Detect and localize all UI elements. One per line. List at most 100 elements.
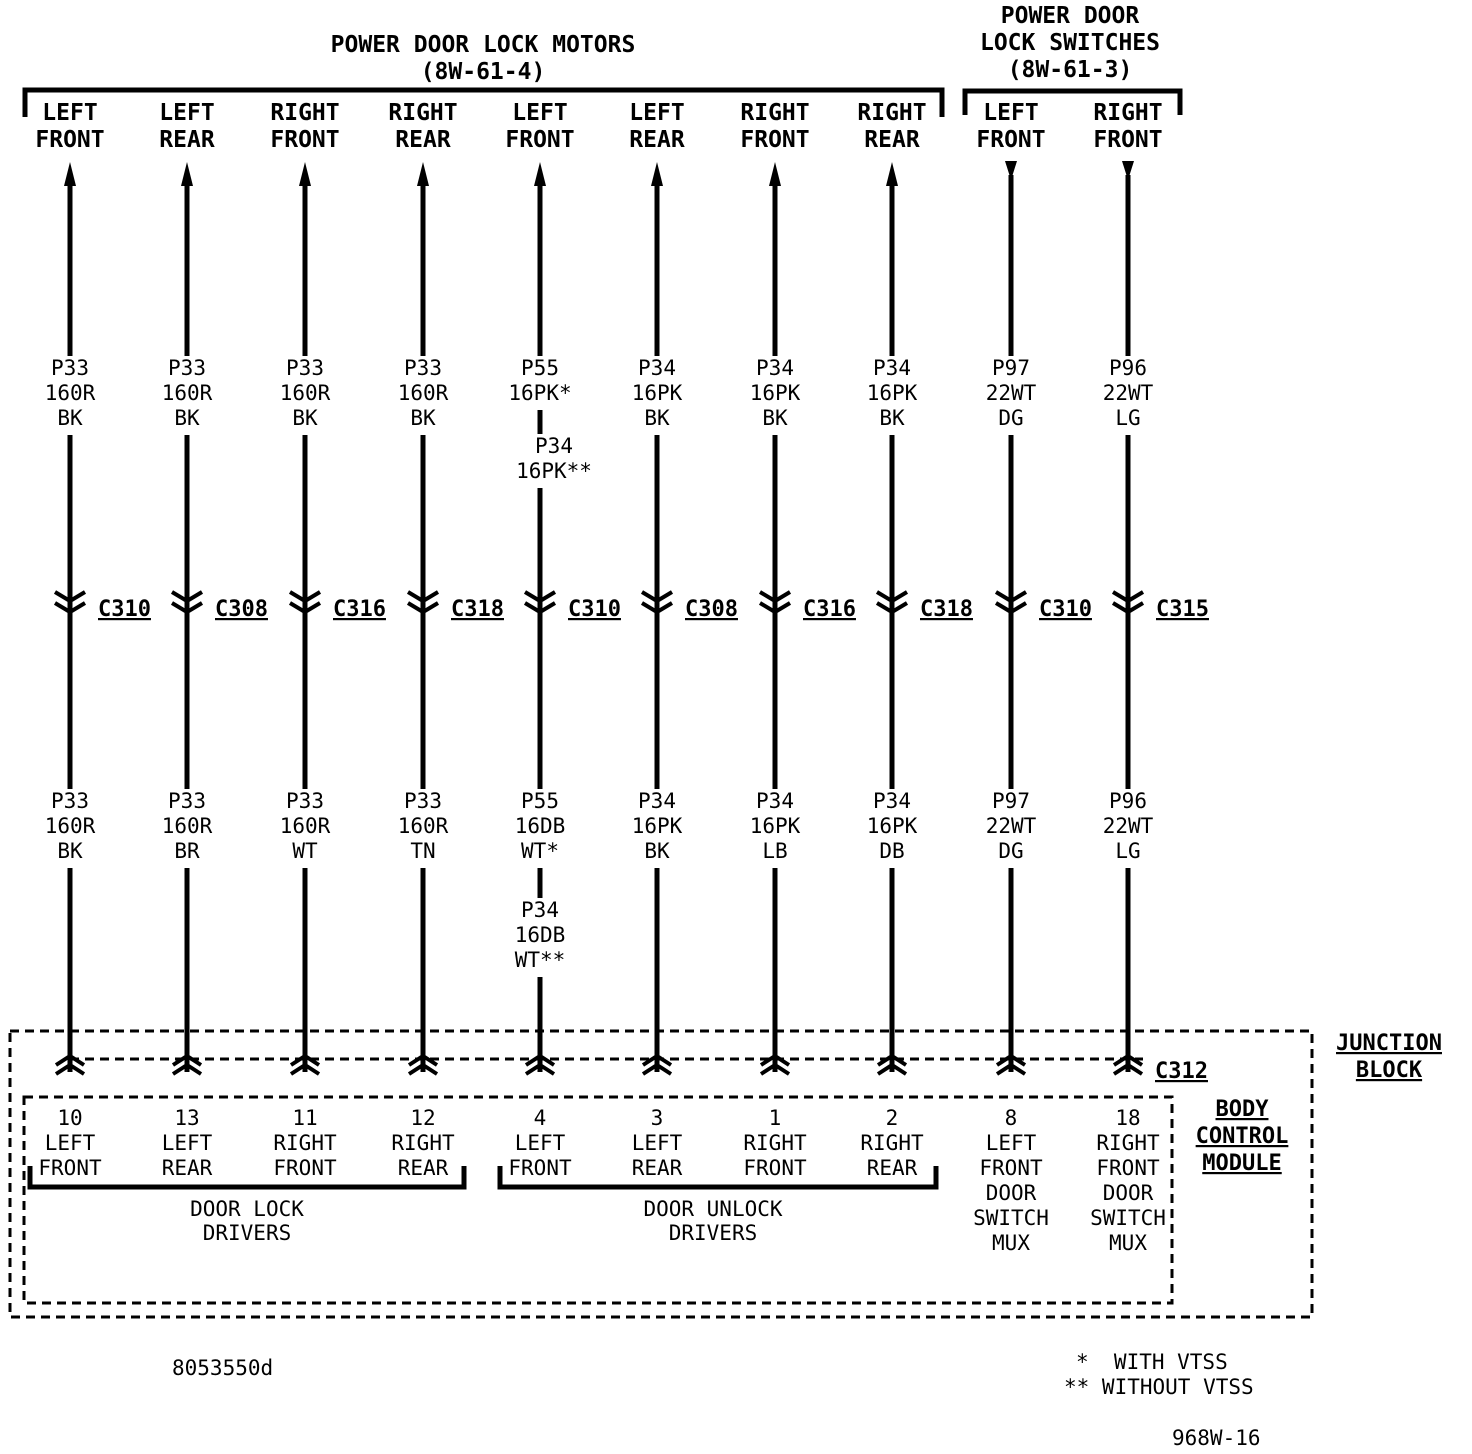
circuit-8-connector-chevron-icon [875, 590, 909, 615]
circuit-7-lower-wire-label-line3: LB [762, 839, 787, 863]
circuit-3-connector-chevron-icon [288, 590, 322, 615]
circuit-9-pin-label-line2: FRONT [979, 1156, 1043, 1180]
circuit-1-lower-wire-label-line3: BK [57, 839, 83, 863]
circuit-4-pin-number: 12 [410, 1106, 435, 1130]
circuit-8-pin-label-line2: REAR [867, 1156, 918, 1180]
circuit-3-destination-line2: FRONT [270, 127, 339, 153]
circuit-9-lower-wire-label-line2: 22WT [986, 814, 1037, 838]
circuit-10-pin-label-line4: SWITCH [1090, 1206, 1166, 1230]
circuit-8-upper-wire-label-bg [861, 356, 923, 435]
circuit-5-upper-alt-wire-label-bg [510, 434, 598, 488]
circuit-2-pin-number: 13 [174, 1106, 199, 1130]
circuit-9-destination-line2: FRONT [976, 127, 1045, 153]
circuit-3-pin-label-line1: RIGHT [273, 1131, 337, 1155]
circuit-5-lower-alt-wire-label-line2: 16DB [515, 923, 566, 947]
circuit-2-connector-label: C308 [215, 597, 268, 622]
motors-group-header: POWER DOOR LOCK MOTORS (8W-61-4) [22, 32, 945, 117]
bcm-label-line2: CONTROL [1196, 1124, 1289, 1149]
circuit-8-lower-wire-label-line1: P34 [873, 789, 911, 813]
circuit-4-junction-chevron-icon [407, 1053, 439, 1076]
circuit-5-pin-label-line1: LEFT [515, 1131, 566, 1155]
circuit-4-pin-label-line2: REAR [398, 1156, 449, 1180]
junction-block: JUNCTION BLOCK C312 [8, 1029, 1442, 1319]
circuit-10-connector-label: C315 [1156, 597, 1209, 622]
part-number: 8053550d [172, 1356, 273, 1380]
circuit-7-pin-label-line2: FRONT [743, 1156, 807, 1180]
circuit-6-pin-label-line2: REAR [632, 1156, 683, 1180]
circuit-9-arrow-down-icon [1005, 161, 1017, 180]
bcm-label-line1: BODY [1216, 1097, 1270, 1122]
circuit-8-destination-line1: RIGHT [857, 100, 926, 126]
circuit-column: RIGHTFRONTP9622WTLGC315P9622WTLG18RIGHTF… [1090, 100, 1209, 1255]
circuit-2-upper-wire-label-line1: P33 [168, 356, 206, 380]
circuit-5-connector-chevron-icon [523, 590, 557, 615]
circuit-3-upper-wire-label-line1: P33 [286, 356, 324, 380]
circuit-6-upper-wire-label-line2: 16PK [632, 381, 683, 405]
circuit-8-connector-label: C318 [920, 597, 973, 622]
motors-group-title: POWER DOOR LOCK MOTORS [331, 32, 636, 58]
circuit-1-lower-wire-label-line2: 160R [45, 814, 96, 838]
circuit-4-lower-wire-label-line1: P33 [404, 789, 442, 813]
circuit-3-lower-wire-label-bg [274, 789, 336, 868]
circuit-3-pin-label-line2: FRONT [273, 1156, 337, 1180]
circuit-8-lower-wire-label-line2: 16PK [867, 814, 918, 838]
circuit-2-pin-label-line2: REAR [162, 1156, 213, 1180]
circuit-4-lower-wire-label-bg [392, 789, 454, 868]
circuit-column: RIGHTREARP3416PKBKC318P3416PKDB2RIGHTREA… [857, 100, 973, 1180]
circuit-9-pin-label-line4: SWITCH [973, 1206, 1049, 1230]
circuit-6-upper-wire-label-line1: P34 [638, 356, 676, 380]
circuit-3-destination-line1: RIGHT [270, 100, 339, 126]
switches-group-ref: (8W-61-3) [1008, 57, 1133, 83]
figure-reference: 968W-16 [1172, 1426, 1261, 1450]
circuit-5-upper-alt-wire-label-line1: P34 [535, 434, 573, 458]
circuit-10-pin-label-line5: MUX [1109, 1231, 1147, 1255]
circuit-column: LEFTFRONTP33160RBKC310P33160RBK10LEFTFRO… [35, 100, 151, 1180]
circuit-3-pin-number: 11 [292, 1106, 317, 1130]
circuit-column: LEFTFRONTP9722WTDGC310P9722WTDG8LEFTFRON… [973, 100, 1092, 1255]
circuit-4-upper-wire-label-line2: 160R [398, 381, 449, 405]
circuit-6-junction-chevron-icon [641, 1053, 673, 1076]
circuit-3-upper-wire-label-line2: 160R [280, 381, 331, 405]
circuit-1-destination-line2: FRONT [35, 127, 104, 153]
circuit-10-destination-line1: RIGHT [1093, 100, 1162, 126]
circuit-6-lower-wire-label-line3: BK [644, 839, 670, 863]
circuit-9-pin-number: 8 [1005, 1106, 1018, 1130]
switches-group-title-line1: POWER DOOR [1001, 3, 1140, 29]
circuit-1-connector-chevron-icon [53, 590, 87, 615]
circuit-2-destination-line1: LEFT [159, 100, 214, 126]
circuit-9-connector-label: C310 [1039, 597, 1092, 622]
circuit-10-upper-wire-label-line3: LG [1115, 406, 1140, 430]
circuit-2-upper-wire-label-line2: 160R [162, 381, 213, 405]
circuit-2-upper-wire-label-bg [156, 356, 218, 435]
bcm-label-line3: MODULE [1202, 1151, 1281, 1176]
circuit-3-lower-wire-label-line3: WT [292, 839, 318, 863]
circuit-6-arrow-up-icon [651, 162, 663, 186]
circuit-2-upper-wire-label-line3: BK [174, 406, 200, 430]
circuit-10-pin-label-line3: DOOR [1103, 1181, 1154, 1205]
circuit-6-pin-label-line1: LEFT [632, 1131, 683, 1155]
circuit-1-upper-wire-label-bg [39, 356, 101, 435]
circuit-8-upper-wire-label-line1: P34 [873, 356, 911, 380]
circuit-9-pin-label-line1: LEFT [986, 1131, 1037, 1155]
switches-group-header: POWER DOOR LOCK SWITCHES (8W-61-3) [962, 3, 1183, 115]
circuit-5-pin-label-line2: FRONT [508, 1156, 572, 1180]
circuit-1-junction-chevron-icon [54, 1053, 86, 1076]
circuit-4-upper-wire-label-line3: BK [410, 406, 436, 430]
circuit-column: LEFTFRONTP5516PK*P3416PK**C310P5516DBWT*… [502, 100, 621, 1180]
circuit-3-junction-chevron-icon [289, 1053, 321, 1076]
circuit-2-lower-wire-label-line2: 160R [162, 814, 213, 838]
circuit-4-arrow-up-icon [417, 162, 429, 186]
circuit-7-arrow-up-icon [769, 162, 781, 186]
door-lock-drivers-line2: DRIVERS [203, 1221, 292, 1245]
circuit-1-arrow-up-icon [64, 162, 76, 186]
circuit-column: RIGHTFRONTP33160RBKC316P33160RWT11RIGHTF… [270, 100, 386, 1180]
circuit-6-pin-number: 3 [651, 1106, 664, 1130]
circuit-1-pin-label-line1: LEFT [45, 1131, 96, 1155]
circuit-6-connector-label: C308 [685, 597, 738, 622]
circuit-columns: LEFTFRONTP33160RBKC310P33160RBK10LEFTFRO… [35, 100, 1209, 1255]
circuit-3-upper-wire-label-line3: BK [292, 406, 318, 430]
circuit-4-destination-line1: RIGHT [388, 100, 457, 126]
circuit-7-upper-wire-label-line2: 16PK [750, 381, 801, 405]
circuit-7-junction-chevron-icon [759, 1053, 791, 1076]
